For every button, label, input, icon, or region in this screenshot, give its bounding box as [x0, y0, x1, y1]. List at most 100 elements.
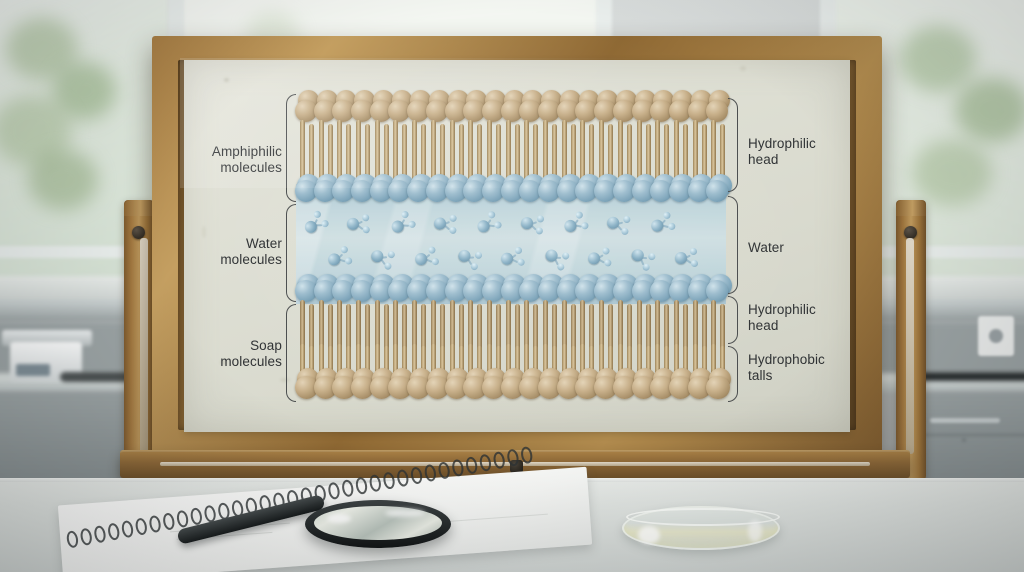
- hydrophobic-tail: [309, 124, 314, 186]
- hydrophobic-tail: [701, 124, 707, 186]
- hydrophobic-tail: [468, 120, 474, 186]
- label-hydrophobic-line2: talls: [748, 367, 773, 383]
- hydrophilic-head-sphere: [351, 180, 374, 202]
- hydrophilic-head-sphere: [481, 180, 504, 202]
- hydrophilic-head-sphere: [295, 180, 317, 202]
- hydrophobic-tail: [514, 124, 520, 186]
- hydrophobic-tail: [561, 344, 567, 388]
- amphiphilic-head-sphere: [332, 100, 355, 122]
- hydrophobic-tail: [552, 346, 558, 388]
- cabinet-seam: [900, 434, 1024, 436]
- hydrophilic-head-sphere: [706, 280, 729, 302]
- hydrophobic-tail: [636, 300, 642, 356]
- hydrophobic-tail: [636, 120, 642, 186]
- hydrophobic-tail: [458, 304, 464, 356]
- hydrophilic-head-sphere: [594, 180, 617, 202]
- amphiphilic-head-sphere: [612, 376, 637, 400]
- amphiphilic-head-sphere: [407, 376, 431, 400]
- hydrophobic-tail: [617, 344, 623, 388]
- hydrophobic-tail: [524, 344, 530, 388]
- pivot-bolt-left[interactable]: [132, 226, 145, 239]
- hydrophobic-tail: [711, 344, 717, 388]
- hydrophobic-tail: [514, 304, 520, 356]
- amphiphilic-head-sphere: [351, 376, 375, 400]
- label-hydrophilic-top-line1: Hydrophilic: [748, 136, 816, 151]
- bracket-water: [286, 204, 296, 302]
- hydrophobic-tail: [458, 124, 464, 186]
- hydrophilic-head-sphere: [612, 280, 635, 302]
- hydrophilic-head-sphere: [369, 180, 392, 202]
- hydrophobic-tail: [421, 124, 427, 186]
- hydrophobic-tail: [486, 120, 492, 186]
- hydrophobic-tail: [664, 304, 670, 356]
- amphiphilic-head-sphere: [425, 100, 448, 122]
- bracket-hydrophobic-tails: [728, 346, 738, 402]
- hydrophobic-tail: [346, 346, 352, 388]
- hydrophobic-tail: [673, 344, 679, 388]
- hydrophobic-tail: [636, 344, 642, 388]
- hydrophobic-tail: [626, 124, 632, 186]
- amphiphilic-head-sphere: [407, 100, 430, 122]
- hydrophobic-tail: [439, 124, 445, 186]
- amphiphilic-head-sphere: [481, 100, 504, 122]
- water-molecule: [673, 248, 699, 268]
- hydrophilic-head-sphere: [594, 280, 617, 302]
- hydrophobic-tail: [402, 304, 408, 356]
- hydrophobic-tail: [356, 344, 362, 388]
- hydrophobic-tail: [449, 120, 455, 186]
- hydrophobic-tail: [374, 344, 380, 388]
- hydrophobic-tail: [543, 300, 549, 356]
- amphiphilic-head-sphere: [388, 376, 412, 400]
- hydrophobic-tail: [309, 304, 314, 356]
- hydrophilic-head-sphere: [612, 180, 635, 202]
- hydrophobic-tail: [580, 344, 586, 388]
- wall-outlet: [978, 316, 1014, 356]
- petri-highlight-left: [638, 526, 660, 544]
- hydrophobic-tail: [711, 300, 717, 356]
- hydrophobic-tail: [365, 304, 371, 356]
- label-soap-molecules: Soap molecules: [182, 338, 282, 369]
- hydrophobic-tail: [589, 124, 595, 186]
- hydrophobic-tail: [374, 120, 380, 186]
- hydrophobic-tail: [673, 300, 679, 356]
- hydrophobic-tail: [449, 300, 455, 356]
- hydrophobic-tail: [589, 304, 595, 356]
- amphiphilic-head-sphere: [668, 100, 691, 122]
- amphiphilic-head-sphere: [295, 100, 317, 122]
- amphiphilic-head-sphere: [295, 376, 319, 400]
- petri-dish[interactable]: [622, 506, 780, 550]
- bracket-water-right: [728, 196, 738, 294]
- hydrophilic-head-sphere: [332, 280, 355, 302]
- pivot-bolt-right[interactable]: [904, 226, 917, 239]
- hydrophobic-tail: [495, 124, 501, 186]
- hydrophilic-head-sphere: [650, 280, 673, 302]
- hydrophilic-head-sphere: [538, 280, 561, 302]
- hydrophobic-tail: [617, 120, 623, 186]
- hydrophobic-tail: [393, 344, 399, 388]
- amphiphilic-head-sphere: [369, 376, 394, 400]
- hydrophobic-tail: [608, 124, 614, 186]
- hydrophobic-tail: [589, 346, 595, 388]
- amphiphilic-head-sphere: [425, 376, 450, 400]
- water-molecule: [431, 213, 459, 236]
- hydrophilic-head-sphere: [444, 280, 467, 302]
- hydrophobic-tail: [458, 346, 464, 388]
- hydrophobic-tail: [383, 346, 389, 388]
- label-water-mol-line1: Water: [245, 236, 282, 251]
- hydrophilic-head-sphere: [425, 180, 448, 202]
- hydrophobic-tail: [300, 300, 305, 356]
- label-soap-line1: Soap: [250, 338, 282, 353]
- hydrophobic-tail: [346, 304, 352, 356]
- hydrophobic-tail: [374, 300, 380, 356]
- amphiphilic-head-sphere: [594, 100, 617, 122]
- hydrophilic-head-sphere: [500, 180, 523, 202]
- magnifying-glass[interactable]: [305, 500, 451, 548]
- hydrophobic-tail: [505, 120, 511, 186]
- hydrophilic-head-sphere: [556, 180, 579, 202]
- rail-left: [140, 238, 148, 454]
- hydrophobic-tail: [495, 304, 501, 356]
- cabinet-handle[interactable]: [930, 418, 1000, 423]
- hydrophobic-tail: [477, 346, 483, 388]
- hydrophobic-tail: [655, 120, 661, 186]
